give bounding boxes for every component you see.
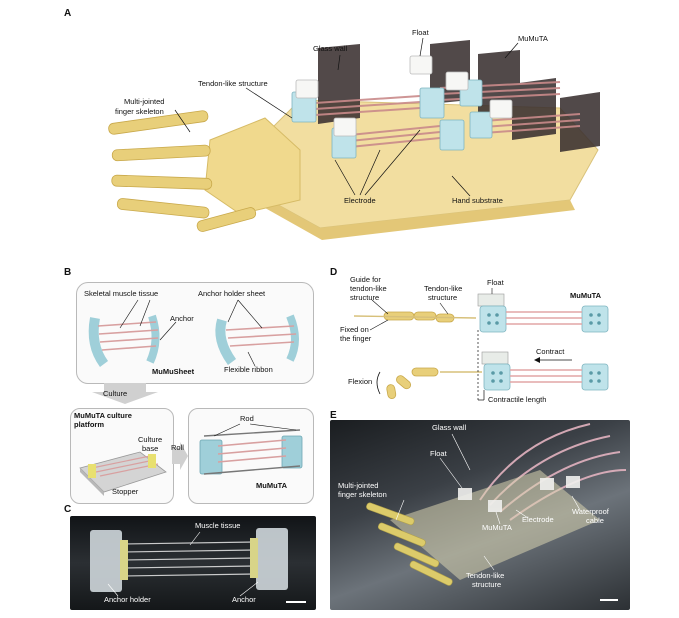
- label-e-tendon-1: Tendon-like: [466, 571, 505, 580]
- label-b-mumuta: MuMuTA: [256, 481, 288, 490]
- finger-flexed: [386, 367, 439, 399]
- label-a-hand-substrate: Hand substrate: [452, 196, 503, 205]
- label-a-float: Float: [412, 28, 429, 37]
- roll-arrow: [172, 442, 188, 470]
- panel-c-letter: C: [64, 504, 72, 515]
- label-c-anchor: Anchor: [232, 595, 256, 604]
- label-e-float: Float: [430, 449, 447, 458]
- label-b-stopper: Stopper: [112, 487, 139, 496]
- anchor-upper-right: [581, 305, 609, 333]
- label-b-anchor-holder-sheet: Anchor holder sheet: [198, 289, 266, 298]
- palm: [204, 117, 301, 215]
- finger-5: [196, 207, 257, 232]
- floats: [295, 55, 513, 137]
- glass-walls: [318, 40, 600, 152]
- culture-platform-box: [70, 408, 174, 504]
- label-d-guide-3: structure: [350, 293, 380, 302]
- label-d-guide-2: tendon-like: [350, 284, 387, 293]
- label-b-culture-base-2: base: [142, 444, 159, 453]
- label-c-muscle-tissue: Muscle tissue: [195, 521, 241, 530]
- finger-3: [111, 174, 213, 190]
- label-b-skeletal: Skeletal muscle tissue: [84, 289, 159, 298]
- panel-a-illustration: [108, 37, 600, 240]
- label-a-electrode: Electrode: [344, 196, 376, 205]
- label-b-culture: Culture: [103, 389, 128, 398]
- hand-substrate-edge: [258, 196, 575, 240]
- label-d-contractile-length: Contractile length: [488, 395, 547, 404]
- label-e-waterproof-2: cable: [586, 516, 604, 525]
- label-d-mumuta: MuMuTA: [570, 291, 602, 300]
- anchor-lower-right: [581, 363, 609, 391]
- fingers: [108, 110, 257, 232]
- label-e-waterproof-1: Waterproof: [572, 507, 609, 516]
- label-e-finger-1: Multi-jointed: [338, 481, 379, 490]
- label-b-mumusheet: MuMuSheet: [152, 367, 195, 376]
- panel-e-letter: E: [330, 410, 337, 421]
- panel-d-letter: D: [330, 267, 338, 278]
- mumusheet-left: [88, 314, 160, 367]
- culture-arrow: [92, 383, 158, 404]
- label-b-platform-1: MuMuTA culture: [74, 411, 132, 420]
- label-b-platform-2: platform: [74, 420, 104, 429]
- label-e-tendon-2: structure: [472, 580, 502, 589]
- label-a-glass-wall: Glass wall: [313, 44, 348, 53]
- label-d-fixed-1: Fixed on: [340, 325, 369, 334]
- label-b-anchor: Anchor: [170, 314, 194, 323]
- label-b-rod: Rod: [240, 414, 254, 423]
- label-a-finger-1: Multi-jointed: [124, 97, 165, 106]
- label-d-tendon-2: structure: [428, 293, 458, 302]
- panel-b-letter: B: [64, 267, 72, 278]
- label-e-finger-2: finger skeleton: [338, 490, 387, 499]
- label-b-flexible-ribbon: Flexible ribbon: [224, 365, 273, 374]
- anchor-upper-left: [479, 305, 507, 333]
- label-a-finger-2: finger skeleton: [115, 107, 164, 116]
- label-d-flexion: Flexion: [348, 377, 373, 386]
- label-e-glass-wall: Glass wall: [432, 423, 467, 432]
- rolled-mumuta: [199, 423, 303, 475]
- glass-wall-5: [560, 92, 600, 152]
- panel-a-letter: A: [64, 8, 72, 19]
- label-a-tendon: Tendon-like structure: [198, 79, 268, 88]
- label-b-roll: Roll: [171, 443, 184, 452]
- label-e-mumuta: MuMuTA: [482, 523, 512, 532]
- finger-1: [108, 110, 209, 135]
- mumusheet-right: [215, 314, 299, 365]
- finger-4: [116, 198, 210, 219]
- glass-wall-1: [318, 44, 360, 124]
- label-d-guide-1: Guide for: [350, 275, 381, 284]
- finger-2: [111, 144, 211, 162]
- label-d-float: Float: [487, 278, 504, 287]
- label-c-anchor-holder: Anchor holder: [104, 595, 151, 604]
- label-a-mumuta: MuMuTA: [518, 34, 548, 43]
- panel-a-leaders: [174, 37, 519, 197]
- anchor-lower-left: [483, 363, 511, 391]
- label-d-contract: Contract: [536, 347, 565, 356]
- label-d-fixed-2: the finger: [340, 334, 372, 343]
- label-d-tendon-1: Tendon-like: [424, 284, 463, 293]
- label-e-electrode: Electrode: [522, 515, 554, 524]
- label-b-culture-base-1: Culture: [138, 435, 163, 444]
- photo-fingers: [366, 502, 453, 586]
- culture-platform: [79, 451, 167, 496]
